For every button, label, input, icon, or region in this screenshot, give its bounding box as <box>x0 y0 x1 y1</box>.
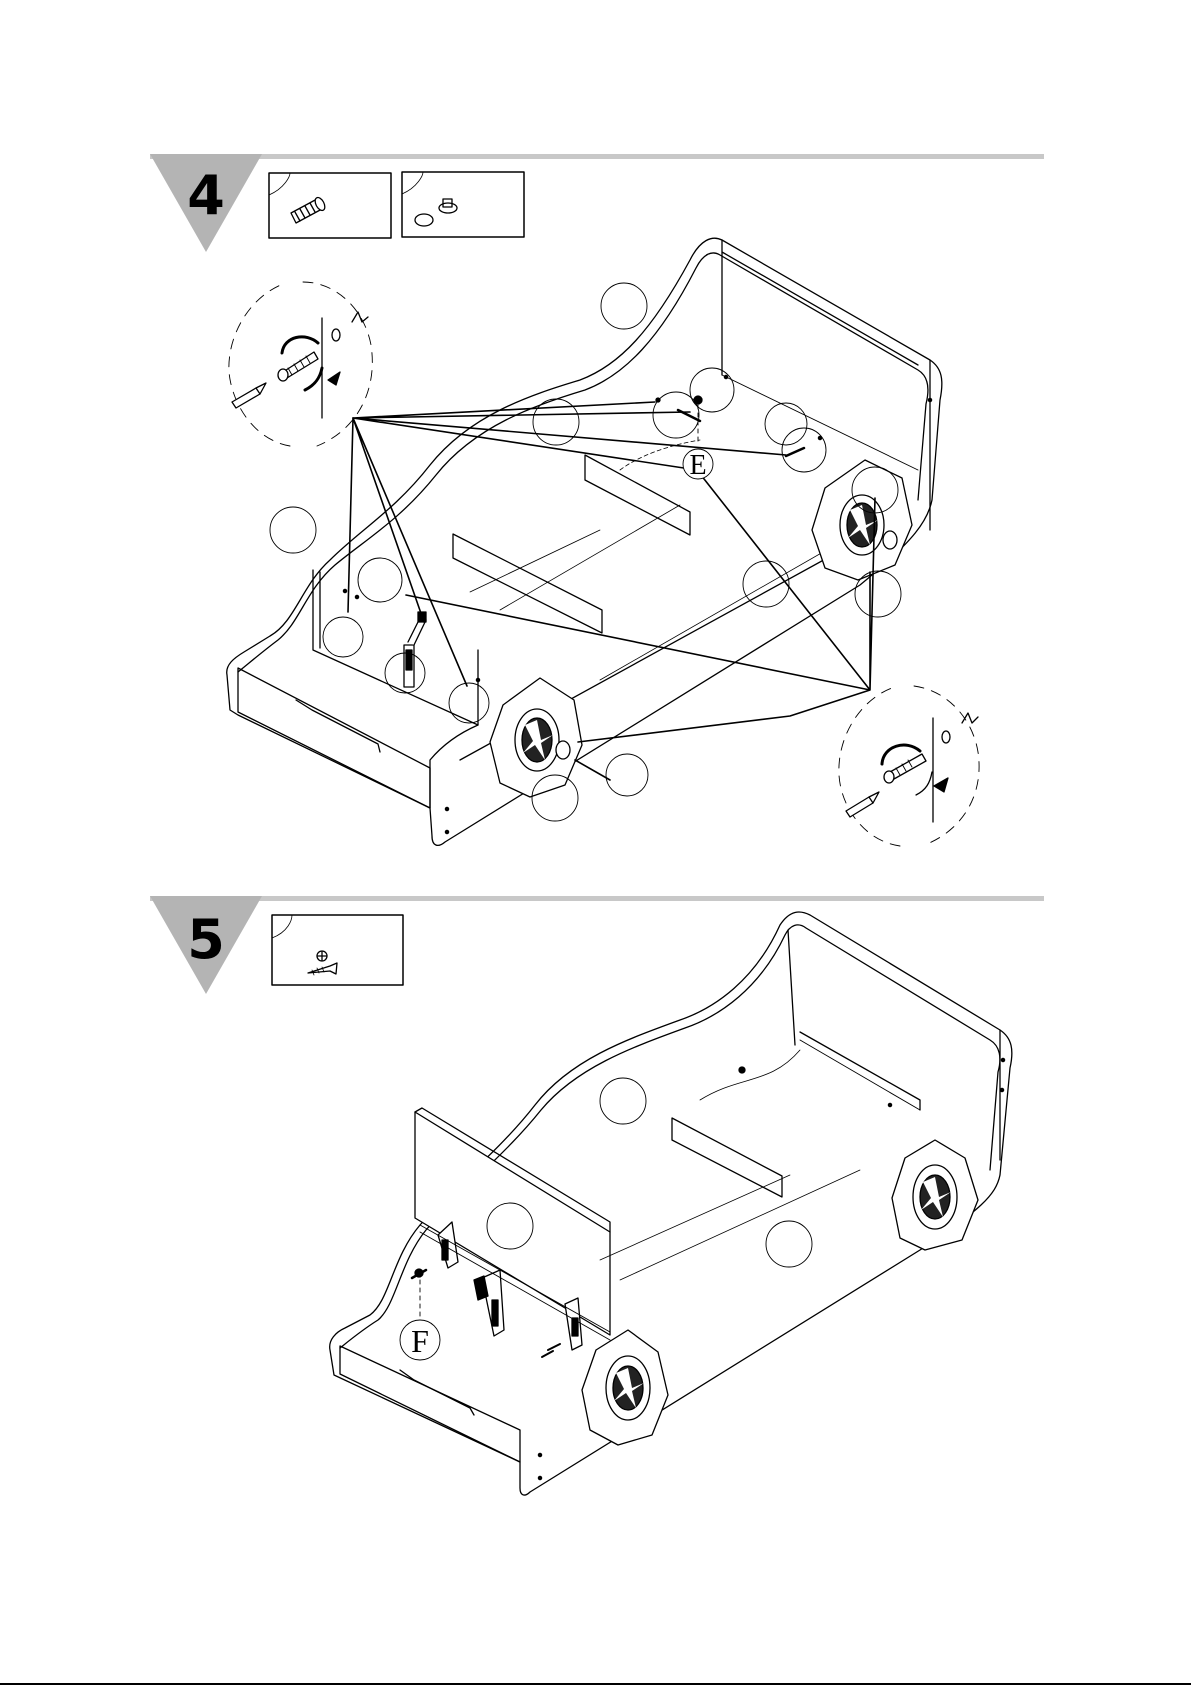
callout-E: E <box>683 449 713 481</box>
bolt-icon <box>291 196 327 223</box>
step-5-header-bar <box>150 896 1044 901</box>
detail-circle-right <box>839 686 979 846</box>
callout-E-label: E <box>689 450 706 481</box>
hardware-box-bolt <box>269 173 391 238</box>
callout-F-label: F <box>411 1323 429 1359</box>
leader-lines-4 <box>348 402 875 780</box>
step-4-number: 4 <box>187 164 225 227</box>
callout-F: F <box>400 1320 440 1360</box>
front-wheel-5 <box>582 1330 668 1445</box>
step-4-header-bar <box>150 154 1044 159</box>
step-4: 4 <box>150 154 1044 846</box>
hardware-box-screw <box>272 915 403 985</box>
step-5: 5 <box>150 896 1044 1495</box>
screw-icon <box>308 951 337 975</box>
rear-wheel-5 <box>892 1140 978 1250</box>
step-5-number: 5 <box>187 908 225 971</box>
detail-circle-left <box>229 282 372 446</box>
car-bed-frame-5 <box>330 912 1012 1495</box>
rear-wheel <box>812 460 912 580</box>
hardware-box-cam <box>402 172 524 237</box>
cam-icon <box>415 199 457 226</box>
hinge-4 <box>404 612 426 687</box>
